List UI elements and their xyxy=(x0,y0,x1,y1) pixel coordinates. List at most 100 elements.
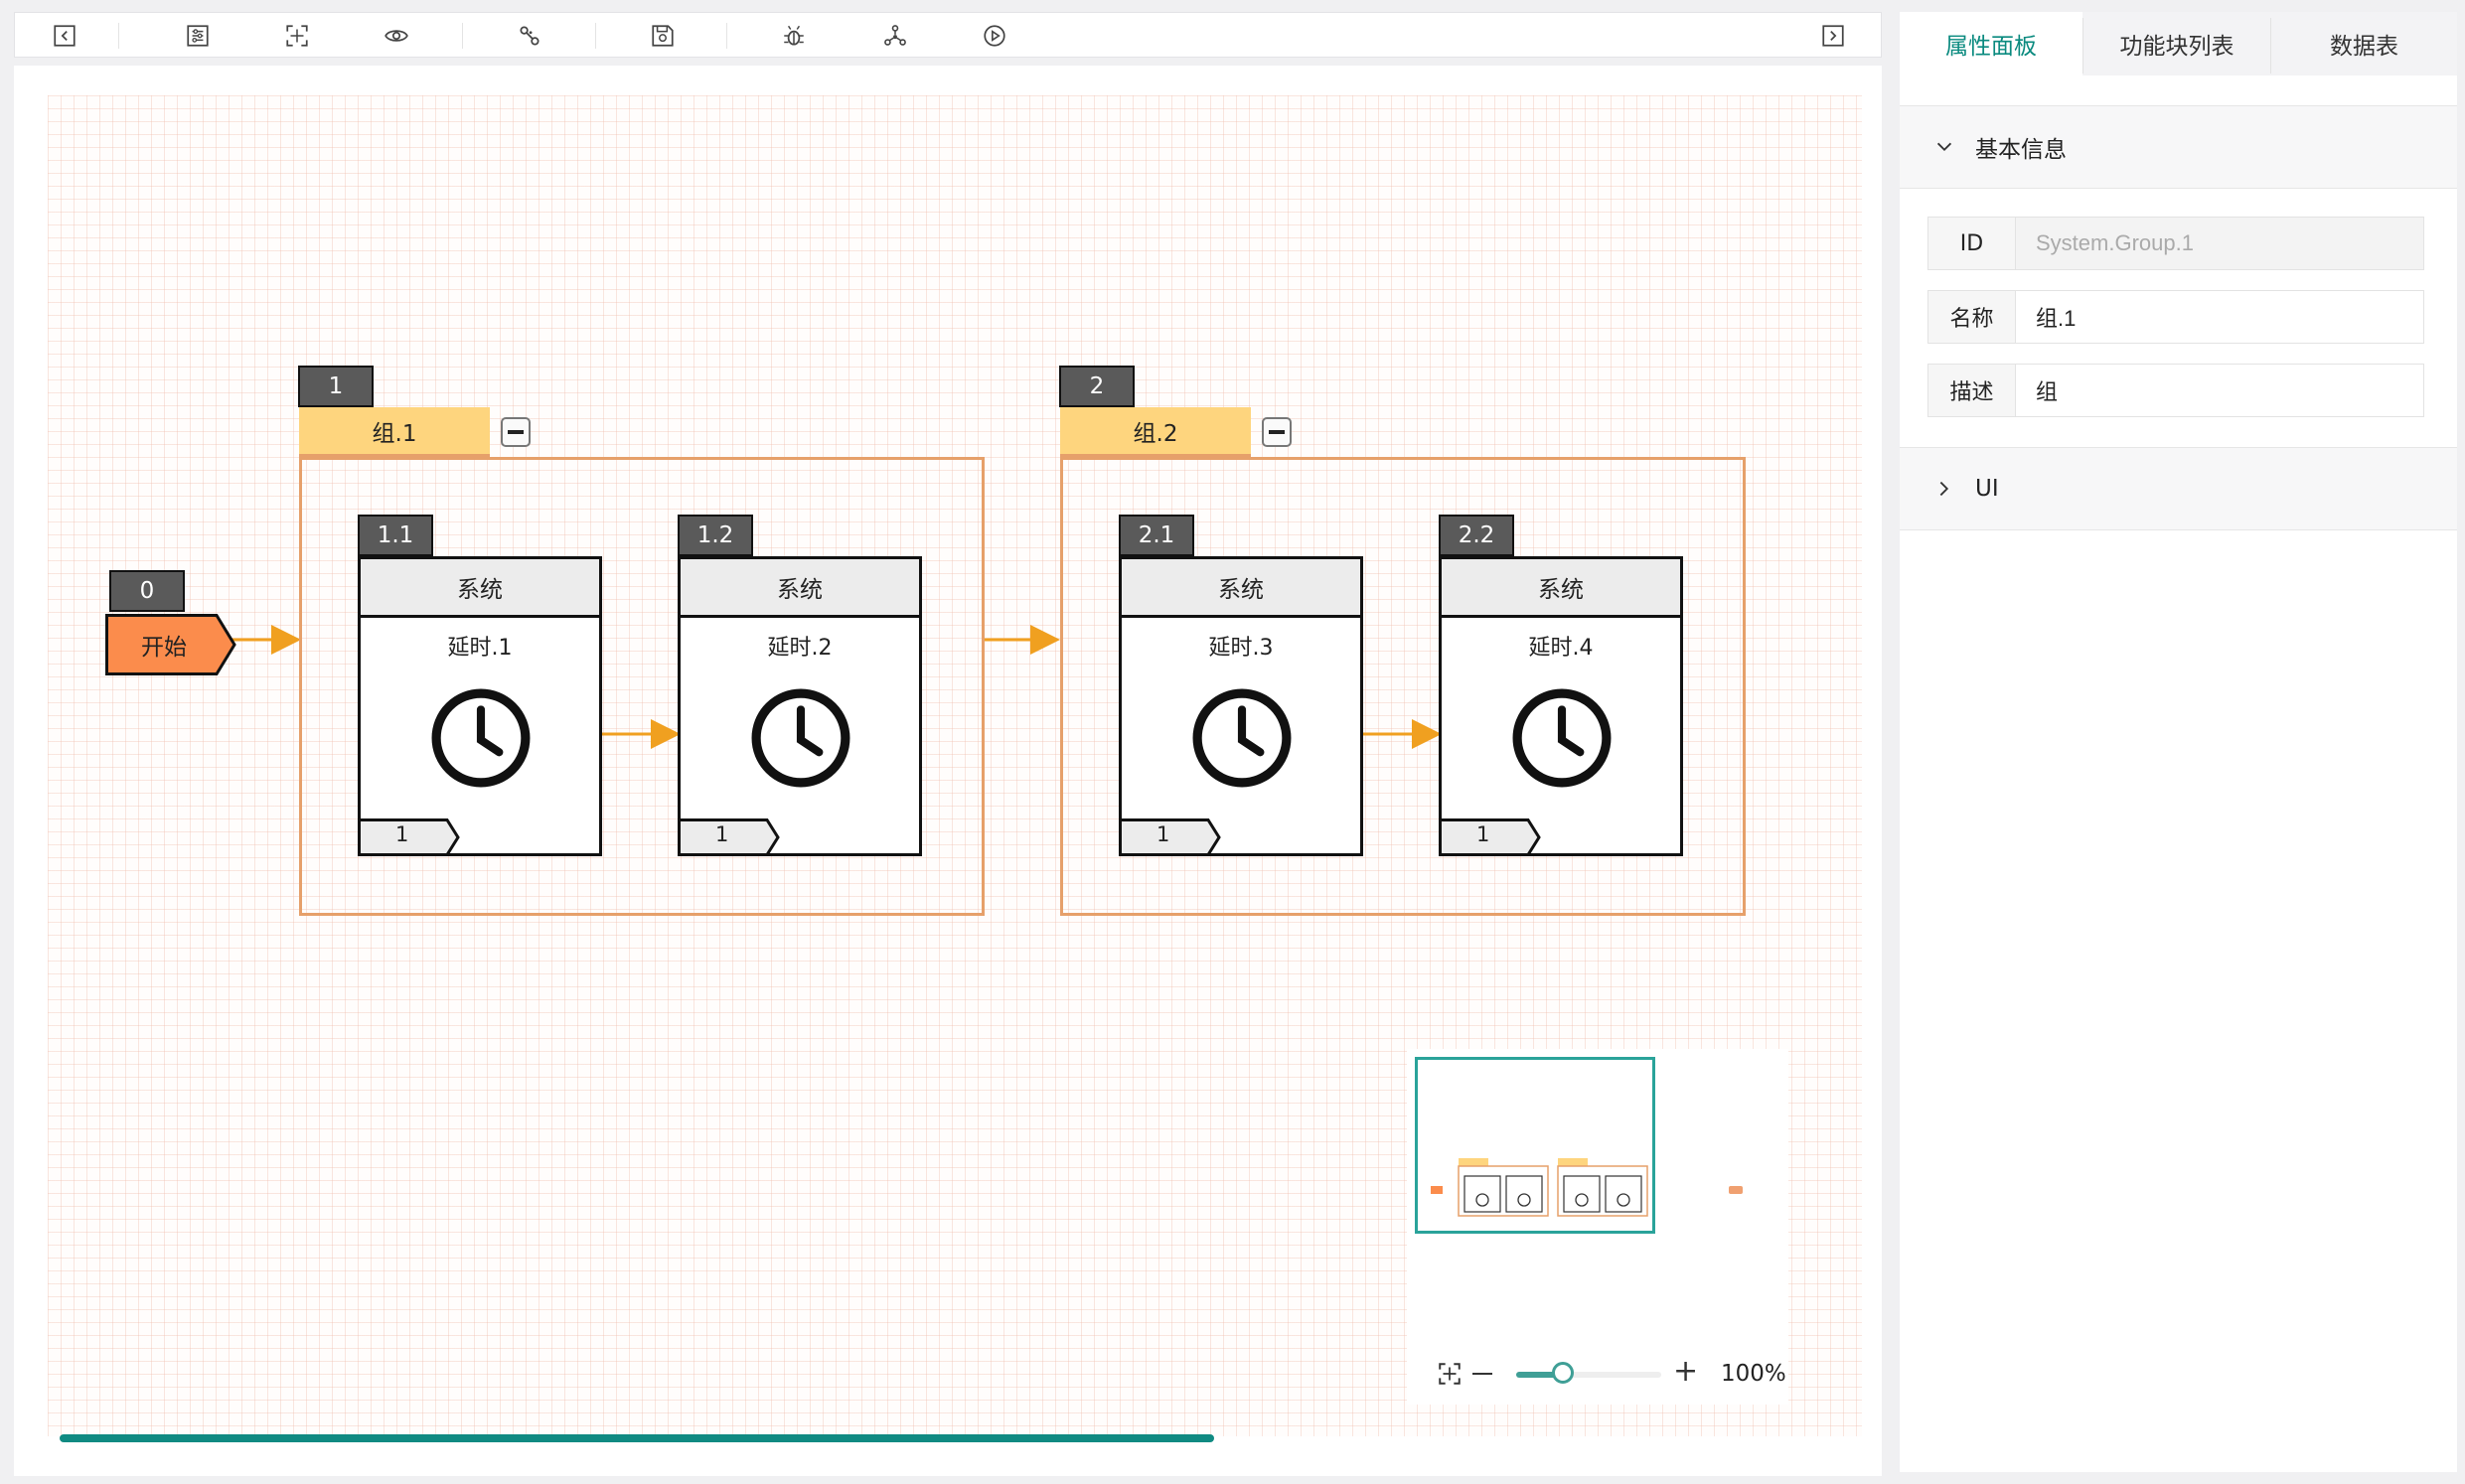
collapse-right-button[interactable] xyxy=(1813,17,1853,55)
output-port[interactable]: 1 xyxy=(358,818,461,856)
save-icon xyxy=(652,25,674,47)
minimap[interactable] xyxy=(1407,1049,1788,1405)
block-badge: 1.1 xyxy=(358,515,433,556)
port-label: 1 xyxy=(715,822,729,846)
field-label: 描述 xyxy=(1928,365,2016,416)
block-node[interactable]: 系统 延时.1 1 xyxy=(358,556,602,856)
chevron-down-icon xyxy=(1936,142,1952,152)
flow-canvas[interactable]: 0 开始 1 组.1 1.1 系统 延时.1 1 1.2 系统 延时.2 1 2… xyxy=(14,66,1882,1476)
preview-button[interactable] xyxy=(377,17,416,55)
section-title: 基本信息 xyxy=(1975,137,2067,163)
block-category: 系统 xyxy=(681,559,919,618)
play-icon xyxy=(984,25,1005,47)
topology-button[interactable] xyxy=(875,17,915,55)
block-name: 延时.1 xyxy=(447,636,513,661)
zoom-in-button[interactable]: + xyxy=(1673,1354,1699,1389)
port-label: 1 xyxy=(1476,822,1490,846)
group-badge: 1 xyxy=(298,366,374,407)
clock-icon xyxy=(1512,688,1612,788)
field-description: 描述 xyxy=(1927,364,2424,417)
clock-icon xyxy=(431,688,531,788)
field-id: ID xyxy=(1927,217,2424,270)
group-frame[interactable] xyxy=(1060,457,1746,916)
settings-button[interactable] xyxy=(178,17,218,55)
bug-icon xyxy=(784,25,804,46)
block-node[interactable]: 系统 延时.2 1 xyxy=(678,556,922,856)
start-shape xyxy=(105,614,236,675)
toolbar xyxy=(14,12,1882,58)
fit-view-icon xyxy=(1439,1363,1461,1385)
sliders-icon xyxy=(187,25,209,47)
collapse-left-icon xyxy=(54,25,76,47)
eye-icon xyxy=(385,30,408,42)
run-button[interactable] xyxy=(975,17,1014,55)
clock-icon xyxy=(1192,688,1292,788)
field-label: 名称 xyxy=(1928,291,2016,343)
zoom-slider-fill xyxy=(1516,1372,1563,1378)
block-category: 系统 xyxy=(1442,559,1680,618)
network-icon xyxy=(884,25,906,46)
tab-properties[interactable]: 属性面板 xyxy=(1900,12,2082,75)
section-basic-info[interactable]: 基本信息 xyxy=(1900,105,2457,189)
zoom-percentage: 100% xyxy=(1721,1361,1786,1387)
zoom-controls: + 100% xyxy=(1407,1351,1788,1397)
start-label: 开始 xyxy=(141,635,187,661)
port-shape xyxy=(358,818,460,856)
link-icon xyxy=(520,26,539,46)
zoom-slider[interactable] xyxy=(1516,1362,1661,1384)
fit-view-icon xyxy=(286,25,308,47)
port-shape xyxy=(678,818,780,856)
group-collapse-button[interactable] xyxy=(501,417,531,447)
port-shape xyxy=(1119,818,1221,856)
tab-block-list[interactable]: 功能块列表 xyxy=(2119,34,2234,60)
block-badge: 2.2 xyxy=(1439,515,1514,556)
fit-view-button[interactable] xyxy=(277,17,317,55)
port-label: 1 xyxy=(395,822,409,846)
block-node[interactable]: 系统 延时.3 1 xyxy=(1119,556,1363,856)
block-category: 系统 xyxy=(1122,559,1360,618)
tab-data-table[interactable]: 数据表 xyxy=(2330,34,2398,60)
right-panel: 属性面板 功能块列表 数据表 基本信息 ID 名称 描述 UI xyxy=(1900,12,2457,1472)
description-input[interactable] xyxy=(2016,365,2423,416)
horizontal-scrollbar[interactable] xyxy=(60,1434,1214,1442)
port-label: 1 xyxy=(1156,822,1170,846)
group-title-tab[interactable]: 组.2 xyxy=(1060,407,1251,457)
save-button[interactable] xyxy=(643,17,683,55)
block-node[interactable]: 系统 延时.4 1 xyxy=(1439,556,1683,856)
block-name: 延时.2 xyxy=(767,636,833,661)
block-category: 系统 xyxy=(361,559,599,618)
start-node[interactable]: 开始 xyxy=(105,614,238,675)
zoom-out-button[interactable] xyxy=(1472,1373,1492,1375)
start-badge: 0 xyxy=(109,570,185,612)
field-name: 名称 xyxy=(1927,290,2424,344)
panel-tabs: 属性面板 功能块列表 数据表 xyxy=(1900,12,2457,75)
minus-icon xyxy=(1269,430,1285,434)
collapse-left-button[interactable] xyxy=(45,17,84,55)
minimap-viewport[interactable] xyxy=(1415,1057,1655,1234)
section-ui[interactable]: UI xyxy=(1900,447,2457,530)
output-port[interactable]: 1 xyxy=(1439,818,1542,856)
block-name: 延时.3 xyxy=(1208,636,1274,661)
output-port[interactable]: 1 xyxy=(678,818,781,856)
debug-button[interactable] xyxy=(774,17,814,55)
group-frame[interactable] xyxy=(299,457,985,916)
section-title: UI xyxy=(1975,476,1999,502)
block-badge: 2.1 xyxy=(1119,515,1194,556)
collapse-right-icon xyxy=(1822,25,1844,47)
name-input[interactable] xyxy=(2016,291,2423,343)
link-button[interactable] xyxy=(510,17,549,55)
group-collapse-button[interactable] xyxy=(1262,417,1292,447)
id-input xyxy=(2016,218,2423,269)
port-shape xyxy=(1439,818,1541,856)
zoom-fit-button[interactable] xyxy=(1437,1361,1463,1387)
block-name: 延时.4 xyxy=(1528,636,1594,661)
block-badge: 1.2 xyxy=(678,515,753,556)
chevron-right-icon xyxy=(1939,481,1949,497)
group-title-tab[interactable]: 组.1 xyxy=(299,407,490,457)
clock-icon xyxy=(751,688,850,788)
minus-icon xyxy=(508,430,524,434)
zoom-slider-handle[interactable] xyxy=(1551,1362,1574,1384)
output-port[interactable]: 1 xyxy=(1119,818,1222,856)
group-badge: 2 xyxy=(1059,366,1135,407)
flow-links xyxy=(226,625,1442,749)
